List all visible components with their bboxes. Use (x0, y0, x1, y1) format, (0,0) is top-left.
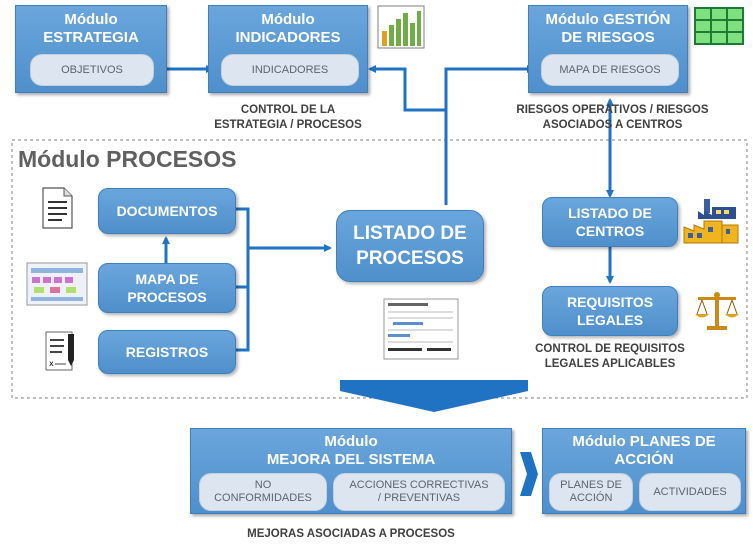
caption-riesgos: RIESGOS OPERATIVOS / RIESGOS ASOCIADOS A… (490, 103, 735, 133)
document-icon (42, 187, 73, 229)
pill-acciones-correctivas[interactable]: ACCIONES CORRECTIVAS / PREVENTIVAS (333, 473, 505, 511)
module-title: Módulo (64, 11, 118, 28)
scales-icon (695, 292, 739, 330)
caption-control-estrategia: CONTROL DE LA ESTRATEGIA / PROCESOS (188, 103, 388, 133)
documentos-box[interactable]: DOCUMENTOS (98, 188, 236, 234)
procesos-title: Módulo PROCESOS (18, 146, 237, 172)
box-label: REQUISITOS (566, 294, 654, 310)
requisitos-legales-box[interactable]: REQUISITOS LEGALES (542, 286, 678, 336)
bracket-lines (233, 207, 250, 352)
pill-no-conformidades[interactable]: NO CONFORMIDADES (199, 473, 327, 511)
module-title: INDICADORES (235, 29, 341, 46)
module-riesgos[interactable]: Módulo GESTIÓN DE RIESGOS MAPA DE RIESGO… (528, 5, 688, 93)
registros-box[interactable]: REGISTROS (98, 330, 236, 374)
report-sheet-icon (383, 298, 459, 360)
module-title: ESTRATEGIA (43, 29, 139, 46)
pill-mapa-riesgos[interactable]: MAPA DE RIESGOS (541, 54, 679, 86)
pill-planes-accion[interactable]: PLANES DE ACCIÓN (549, 473, 633, 511)
module-estrategia[interactable]: Módulo ESTRATEGIA OBJETIVOS (15, 5, 167, 93)
listado-procesos-box[interactable]: LISTADO DE PROCESOS (336, 210, 484, 282)
pill-label: ACCIÓN (569, 492, 613, 504)
pill-label: PLANES DE (560, 479, 622, 491)
box-label: LISTADO DE (353, 223, 467, 244)
box-label: MAPA DE (135, 271, 199, 287)
module-title: Módulo (261, 11, 315, 28)
procesos-frame (11, 139, 748, 399)
arrow-listado-riesgos (444, 65, 535, 205)
module-title: DE RIESGOS (561, 29, 655, 46)
record-pen-icon: x (45, 331, 74, 371)
box-label: PROCESOS (127, 289, 207, 305)
pill-objetivos[interactable]: OBJETIVOS (30, 54, 154, 86)
module-title: ACCIÓN (614, 451, 674, 468)
pill-label: CONFORMIDADES (214, 492, 312, 504)
bar-chart-icon (377, 5, 425, 49)
svg-text:x: x (49, 359, 54, 368)
right-chevron-icon (520, 452, 538, 496)
module-title: Módulo PLANES DE (572, 433, 716, 450)
caption-line: CONTROL DE REQUISITOS (535, 343, 685, 355)
module-indicadores[interactable]: Módulo INDICADORES INDICADORES (208, 5, 368, 93)
pill-label: ACCIONES CORRECTIVAS (349, 479, 489, 491)
caption-requisitos: CONTROL DE REQUISITOS LEGALES APLICABLES (500, 342, 720, 372)
module-title: Módulo GESTIÓN (545, 11, 671, 28)
down-chevron-icon (340, 380, 528, 412)
process-map-icon (26, 262, 88, 306)
box-label: LEGALES (576, 312, 644, 328)
caption-line: RIESGOS OPERATIVOS / RIESGOS (516, 104, 709, 116)
module-title: MEJORA DEL SISTEMA (266, 451, 436, 468)
pill-label: NO (254, 479, 272, 491)
module-title: Módulo (324, 433, 378, 450)
box-label: CENTROS (575, 223, 645, 239)
module-mejora[interactable]: Módulo MEJORA DEL SISTEMA NO CONFORMIDAD… (190, 428, 512, 514)
caption-line: ASOCIADOS A CENTROS (542, 119, 683, 131)
module-planes[interactable]: Módulo PLANES DE ACCIÓN PLANES DE ACCIÓN… (542, 428, 746, 514)
listado-centros-box[interactable]: LISTADO DE CENTROS (542, 197, 678, 247)
pill-indicadores[interactable]: INDICADORES (221, 54, 359, 86)
factory-icon (683, 199, 739, 244)
caption-mejoras: MEJORAS ASOCIADAS A PROCESOS (247, 528, 455, 540)
pill-label: / PREVENTIVAS (377, 492, 461, 504)
pill-actividades[interactable]: ACTIVIDADES (639, 473, 741, 511)
arrow-listado-indicadores (368, 65, 446, 112)
risk-matrix-icon (694, 7, 744, 45)
caption-line: CONTROL DE LA (240, 104, 336, 116)
mapa-procesos-box[interactable]: MAPA DE PROCESOS (98, 263, 236, 313)
caption-line: ESTRATEGIA / PROCESOS (214, 119, 362, 131)
box-label: LISTADO DE (568, 205, 652, 221)
box-label: PROCESOS (356, 248, 464, 269)
caption-line: LEGALES APLICABLES (544, 358, 676, 370)
